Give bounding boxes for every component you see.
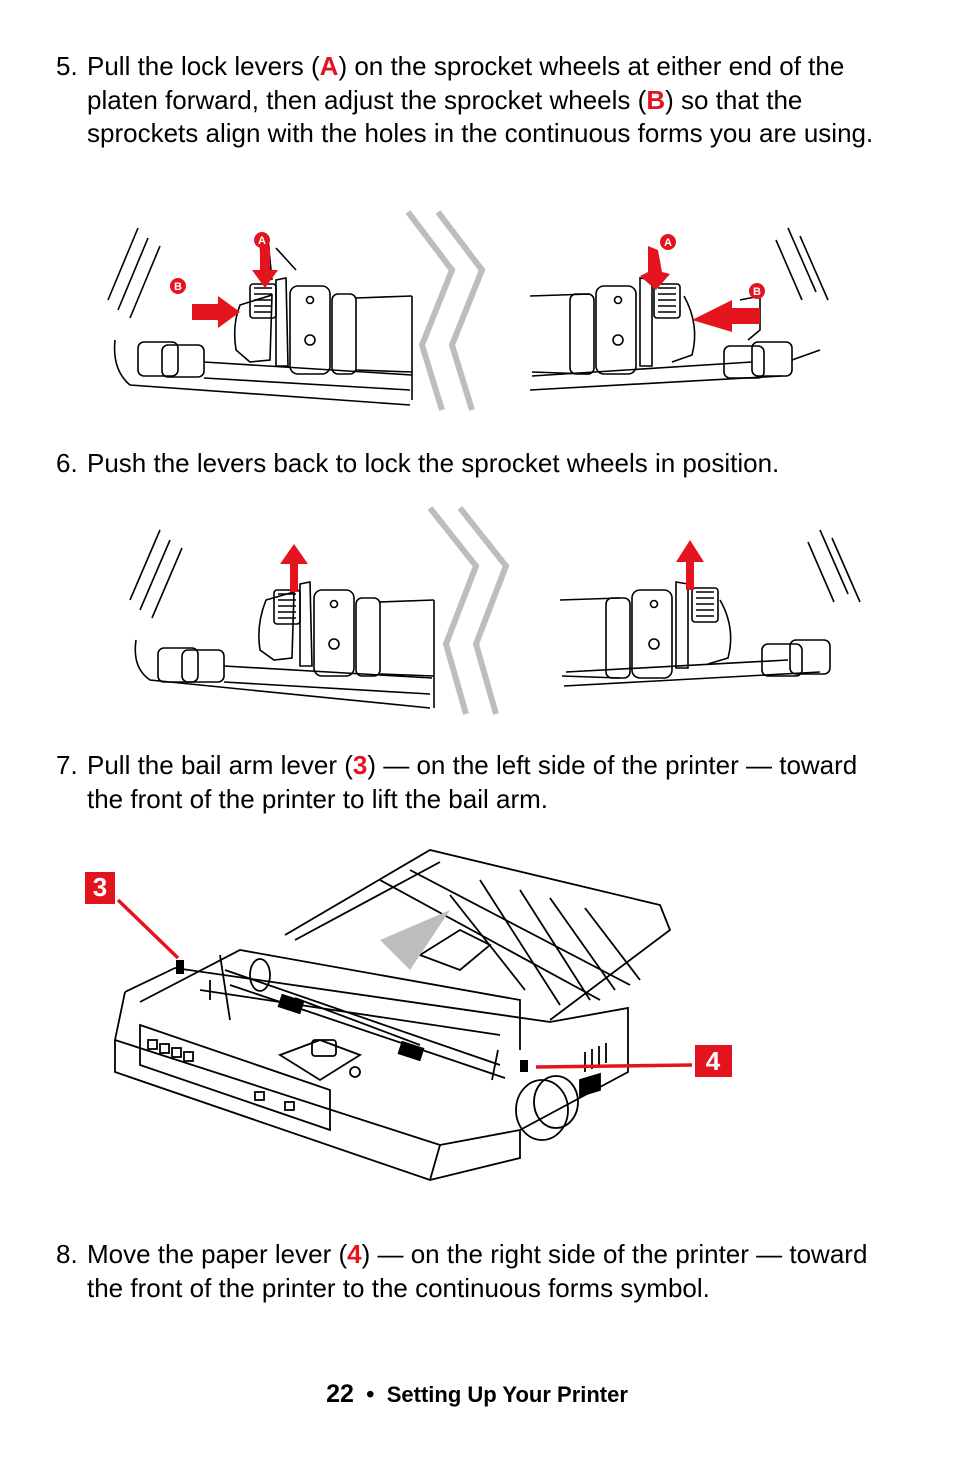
sprocket-lock-figure xyxy=(129,506,861,715)
step-8: 8. Move the paper lever (4) — on the rig… xyxy=(56,1238,896,1305)
footer-bullet: • xyxy=(366,1381,375,1407)
callout-3: 3 xyxy=(93,872,107,902)
step-6: 6. Push the levers back to lock the spro… xyxy=(56,447,896,481)
step-text: Move the paper lever (4) — on the right … xyxy=(87,1239,868,1303)
step-number: 5. xyxy=(56,51,78,81)
step-text: Pull the bail arm lever (3) — on the lef… xyxy=(87,750,858,814)
step-7: 7. Pull the bail arm lever (3) — on the … xyxy=(56,749,896,816)
label-a-left: A xyxy=(258,235,266,247)
label-a-right: A xyxy=(664,237,672,249)
step-text: Pull the lock levers (A) on the sprocket… xyxy=(87,51,874,148)
step-text: Push the levers back to lock the sprocke… xyxy=(87,448,780,478)
step-number: 6. xyxy=(56,448,78,478)
label-b-left: B xyxy=(174,281,182,293)
page-footer: 22 • Setting Up Your Printer xyxy=(0,1380,954,1409)
step-5: 5. Pull the lock levers (A) on the sproc… xyxy=(56,50,896,151)
page-number: 22 xyxy=(326,1380,354,1408)
section-title: Setting Up Your Printer xyxy=(386,1382,628,1407)
sprocket-unlock-figure: A B A B xyxy=(107,210,829,411)
printer-figure: 3 4 xyxy=(85,849,732,1182)
callout-4: 4 xyxy=(706,1046,721,1076)
step-number: 8. xyxy=(56,1239,78,1269)
step-number: 7. xyxy=(56,750,78,780)
label-b-right: B xyxy=(753,286,761,298)
